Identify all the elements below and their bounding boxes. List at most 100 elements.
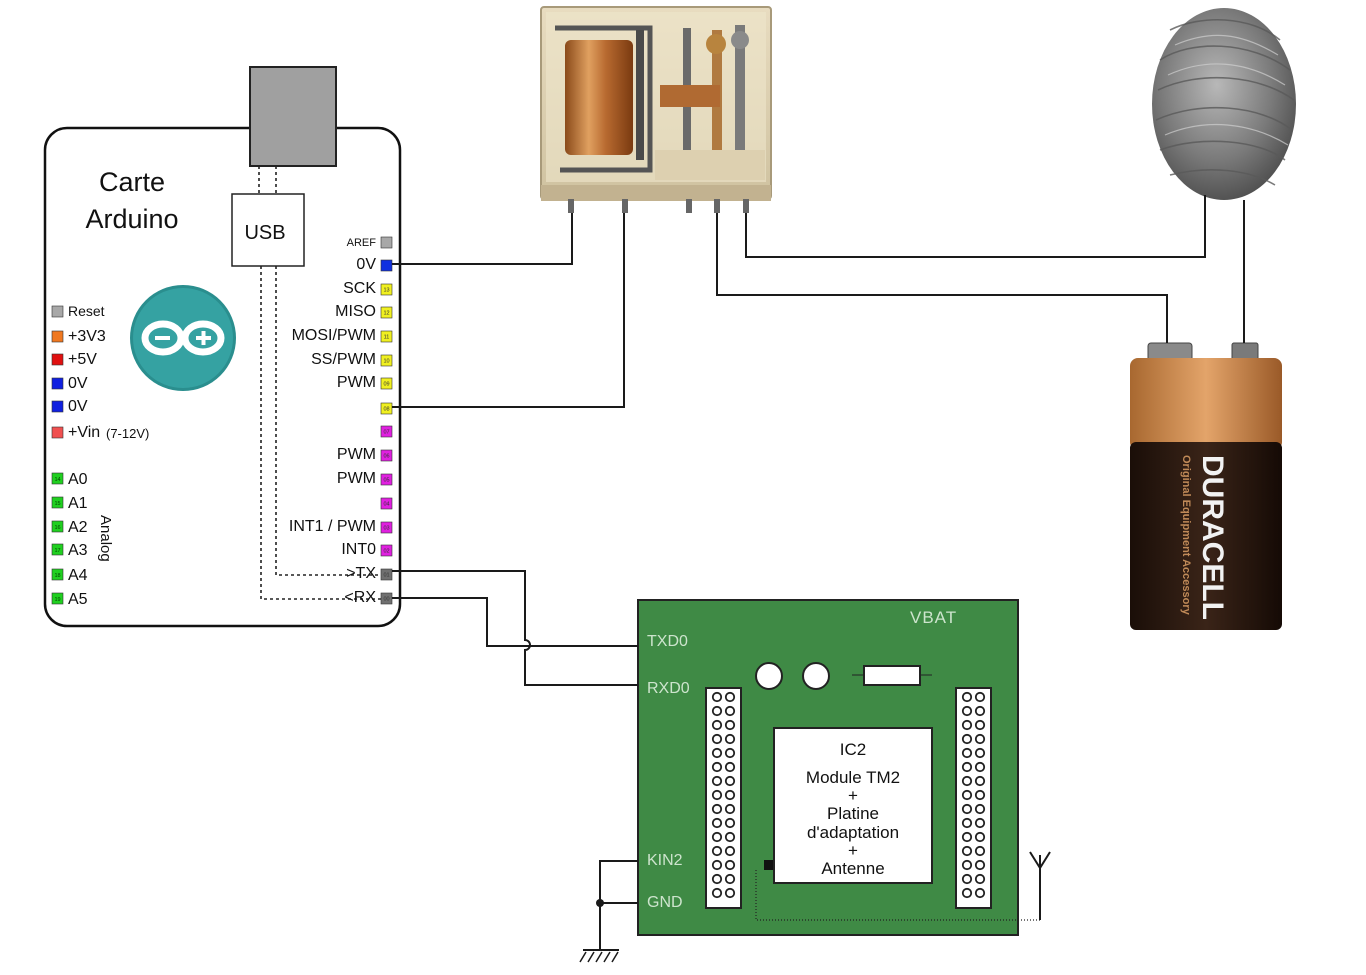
header-hole [724, 775, 736, 787]
power-pin-swatch [51, 330, 64, 343]
digital-pin-label: >TX [346, 565, 376, 582]
digital-pin-label: INT0 [341, 541, 376, 558]
analog-pin-number: 19 [54, 597, 60, 603]
power-pin-label: 0V [68, 398, 88, 415]
header-hole [711, 845, 723, 857]
power-pin-swatch [51, 353, 64, 366]
power-pin-sublabel: (7-12V) [106, 426, 149, 441]
header-hole [724, 873, 736, 885]
digital-pin-swatch [380, 377, 393, 390]
header-hole [724, 733, 736, 745]
wire-d8-to-relay [392, 213, 625, 408]
header-hole [711, 761, 723, 773]
ic-line-4: Platine [827, 804, 879, 823]
header-hole [724, 803, 736, 815]
analog-pin-swatch [51, 543, 64, 556]
digital-pin-number: 07 [383, 430, 389, 436]
analog-pin-number: 15 [54, 501, 60, 507]
header-hole [961, 831, 973, 843]
analog-pin-label: A3 [68, 542, 88, 559]
header-hole [974, 733, 986, 745]
header-hole [711, 873, 723, 885]
header-hole [724, 845, 736, 857]
digital-pin-swatch [380, 544, 393, 557]
header-hole [711, 859, 723, 871]
header-hole [974, 775, 986, 787]
digital-pin-label: MISO [335, 303, 376, 320]
digital-pin-swatch [380, 259, 393, 272]
ic2-box [773, 727, 933, 884]
header-hole [961, 719, 973, 731]
wire-tx-to-rxd0 [392, 570, 638, 686]
ic-line-6: + [848, 841, 858, 860]
digital-pin-swatch [380, 473, 393, 486]
header-hole [724, 761, 736, 773]
digital-pin-number: 10 [383, 359, 389, 365]
digital-pin-number: 09 [383, 382, 389, 388]
digital-pin-number: 08 [383, 407, 389, 413]
header-hole [961, 733, 973, 745]
header-hole [724, 705, 736, 717]
header-hole [961, 761, 973, 773]
battery-brand: DURACELL [1196, 455, 1229, 620]
header-hole [711, 719, 723, 731]
digital-pin-swatch [380, 521, 393, 534]
analog-pin-swatch [51, 568, 64, 581]
header-hole [961, 887, 973, 899]
wire-0v-to-relay [392, 213, 573, 265]
power-pin-swatch [51, 377, 64, 390]
digital-pin-swatch [380, 283, 393, 296]
header-hole [711, 691, 723, 703]
led-left-icon [755, 662, 783, 690]
analog-pin-label: A1 [68, 495, 88, 512]
board-title-line1: Carte [99, 167, 165, 197]
header-hole [711, 775, 723, 787]
relay-coil-icon [565, 40, 633, 155]
digital-pin-number: 12 [383, 311, 389, 317]
power-pin-swatch [51, 305, 64, 318]
power-pin-label: +3V3 [68, 328, 106, 345]
header-hole [974, 845, 986, 857]
header-hole [711, 705, 723, 717]
battery-tagline: Original Equipment Accessory [1180, 455, 1192, 616]
digital-pin-swatch [380, 236, 393, 249]
rxd0-label: RXD0 [647, 680, 690, 697]
header-hole [974, 719, 986, 731]
analog-pin-number: 18 [54, 573, 60, 579]
analog-pin-number: 14 [54, 477, 60, 483]
analog-pin-number: 17 [54, 548, 60, 554]
header-hole [974, 691, 986, 703]
digital-pin-swatch [380, 306, 393, 319]
usb-trace-rx [260, 266, 385, 600]
header-hole [711, 803, 723, 815]
header-hole [724, 859, 736, 871]
ic-line-1: IC2 [840, 740, 866, 759]
usb-chip-box [231, 193, 305, 267]
power-pin-label: +5V [68, 351, 97, 368]
digital-pin-swatch [380, 497, 393, 510]
analog-pin-label: A5 [68, 591, 88, 608]
ground-icon [579, 899, 619, 963]
header-hole [974, 747, 986, 759]
analog-pin-label: A4 [68, 567, 88, 584]
radio-module-board: VBAT TXD0 RXD0 KIN2 GND IC2 Module TM2 +… [637, 599, 1040, 936]
header-hole [974, 831, 986, 843]
header-hole [961, 705, 973, 717]
arduino-logo [130, 285, 236, 391]
header-hole [974, 789, 986, 801]
power-pin-label: Reset [68, 303, 105, 319]
wire-kin2-gnd [599, 860, 638, 904]
header-hole [724, 831, 736, 843]
wire-relay-to-battery [716, 213, 1168, 343]
digital-pin-label: AREF [347, 237, 377, 249]
header-hole [974, 873, 986, 885]
digital-pin-number: 05 [383, 478, 389, 484]
header-hole [724, 817, 736, 829]
header-hole [961, 859, 973, 871]
header-right [955, 687, 992, 909]
digital-pin-label: <RX [344, 589, 376, 606]
resistor-icon [863, 665, 921, 686]
header-hole [711, 747, 723, 759]
antenna-icon [1029, 851, 1051, 920]
analog-pin-label: A2 [68, 519, 88, 536]
